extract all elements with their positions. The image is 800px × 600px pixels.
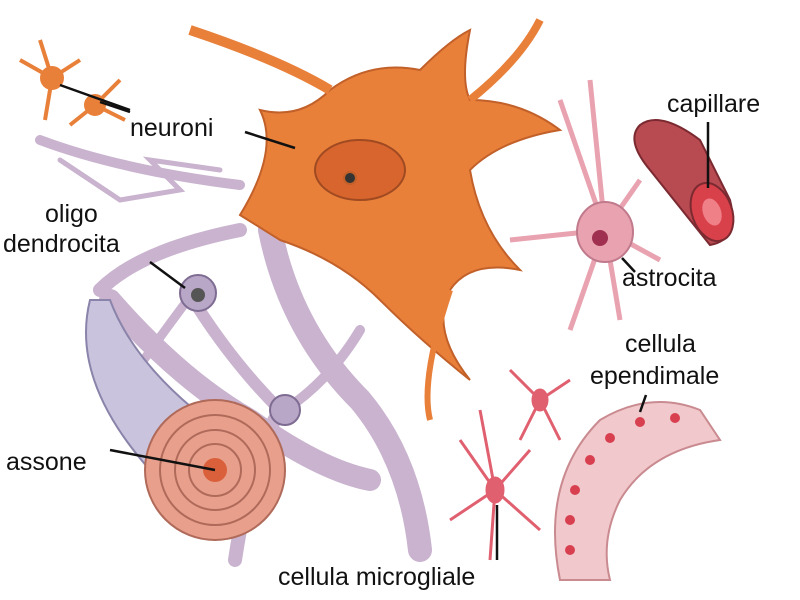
- label-ependimale-line2: ependimale: [590, 362, 720, 390]
- microglia: [449, 368, 571, 561]
- ependymal-cells: [554, 401, 722, 581]
- axon-myelin: [85, 299, 286, 541]
- label-ependimale-line1: cellula: [625, 330, 696, 358]
- leader-lines: [59, 83, 710, 560]
- label-oligodendrocita-line1: oligo: [45, 200, 98, 228]
- label-microgliale: cellula microgliale: [278, 563, 476, 591]
- label-capillare: capillare: [667, 90, 761, 118]
- small-neurons: [19, 39, 126, 127]
- label-astrocita: astrocita: [622, 264, 717, 292]
- label-assone: assone: [6, 448, 87, 476]
- capillary: [633, 119, 735, 247]
- astrocyte: [509, 79, 662, 331]
- label-oligodendrocita-line2: dendrocita: [3, 230, 120, 258]
- neuron: [188, 18, 563, 421]
- label-neuroni: neuroni: [130, 114, 214, 142]
- oligodendrocyte-body: [179, 274, 301, 426]
